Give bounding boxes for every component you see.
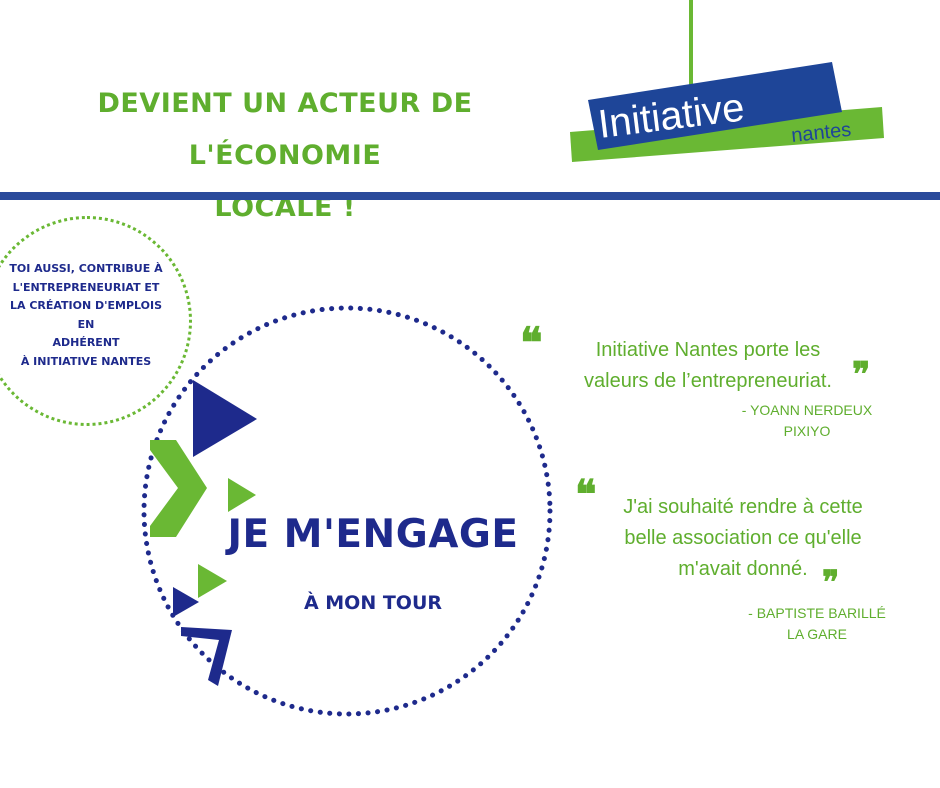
initiative-nantes-logo[interactable]: Initiative nantes bbox=[560, 0, 900, 180]
logo-hanger-line bbox=[689, 0, 693, 86]
green-play-triangle-small-2 bbox=[198, 564, 227, 598]
testimonial-quote: J'ai souhaité rendre à cette belle assoc… bbox=[583, 492, 903, 585]
author-name: - BAPTISTE BARILLÉ bbox=[748, 605, 886, 621]
membership-circle bbox=[0, 216, 192, 426]
author-company: LA GARE bbox=[787, 626, 847, 642]
open-quote-icon: ❝ bbox=[575, 471, 597, 518]
author-name: - YOANN NERDEUX bbox=[741, 402, 873, 418]
close-quote-icon: ❞ bbox=[852, 355, 871, 395]
testimonial-quote: Initiative Nantes porte les valeurs de l… bbox=[548, 335, 868, 397]
logo-green-band bbox=[570, 107, 884, 162]
membership-line: À INITIATIVE NANTES bbox=[20, 354, 152, 368]
headline-line-1: DEVIENT UN ACTEUR DE L'ÉCONOMIE bbox=[97, 88, 473, 171]
navy-play-triangle-small bbox=[173, 587, 199, 617]
open-quote-icon: ❝ bbox=[520, 318, 543, 367]
membership-line: ADHÉRENT bbox=[52, 336, 120, 350]
headline: DEVIENT UN ACTEUR DE L'ÉCONOMIE LOCALE ! bbox=[0, 78, 570, 234]
membership-line: EN bbox=[77, 317, 95, 331]
navy-play-triangle-large bbox=[193, 380, 257, 457]
membership-line: TOI AUSSI, CONTRIBUE À bbox=[9, 262, 163, 275]
navy-corner-chevron bbox=[181, 627, 232, 686]
engage-subtitle: À MON TOUR bbox=[303, 592, 443, 614]
testimonial-line: valeurs de l’entrepreneuriat. bbox=[584, 370, 832, 392]
author-company: PIXIYO bbox=[783, 423, 831, 439]
engage-title: JE M'ENGAGE bbox=[227, 512, 519, 557]
green-play-triangle-small-1 bbox=[228, 478, 256, 512]
section-divider bbox=[0, 192, 940, 200]
testimonial-line: J'ai souhaité rendre à cette bbox=[623, 496, 863, 518]
engage-graphic bbox=[141, 305, 553, 717]
membership-line: L'ENTREPRENEURIAT ET bbox=[12, 280, 160, 294]
membership-line: LA CRÉATION D'EMPLOIS bbox=[9, 299, 163, 313]
engage-dotted-circle bbox=[141, 305, 553, 717]
membership-text: TOI AUSSI, CONTRIBUE À L'ENTREPRENEURIAT… bbox=[0, 260, 172, 372]
logo-blue-block bbox=[588, 62, 842, 150]
testimonial-author: - BAPTISTE BARILLÉ LA GARE bbox=[722, 603, 912, 645]
close-quote-icon: ❞ bbox=[822, 563, 840, 601]
testimonial-line: m'avait donné. bbox=[678, 558, 808, 580]
testimonial-line: belle association ce qu'elle bbox=[624, 527, 862, 549]
testimonial-line: Initiative Nantes porte les bbox=[595, 339, 821, 361]
testimonial-author: - YOANN NERDEUX PIXIYO bbox=[712, 400, 902, 442]
green-chevron-large bbox=[150, 440, 207, 537]
